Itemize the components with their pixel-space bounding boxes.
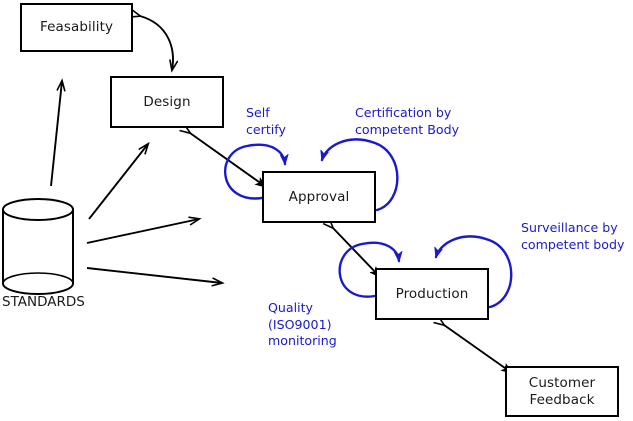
node-production-label: Production: [395, 285, 469, 302]
connection-production-customer-feedback: [444, 325, 512, 373]
annotation-self-certify: Self certify: [246, 105, 286, 137]
annotation-surveillance-by-competent-body: Surveillance by competent body: [521, 220, 625, 252]
node-design[interactable]: Design: [110, 76, 224, 128]
node-feasability-label: Feasability: [39, 19, 114, 36]
standards-datastore-shape: [2, 198, 74, 295]
connection-standards-design: [88, 144, 148, 220]
connection-standards-approval: [86, 219, 199, 244]
node-approval-label: Approval: [288, 188, 350, 205]
node-approval[interactable]: Approval: [262, 171, 376, 223]
node-design-label: Design: [143, 93, 191, 110]
node-production[interactable]: Production: [375, 268, 489, 320]
node-feasability[interactable]: Feasability: [20, 3, 133, 52]
certification-loop: [322, 138, 399, 212]
connection-feasability-design: [140, 16, 173, 70]
connection-standards-feasability: [50, 81, 62, 187]
self-certify-loop: [224, 143, 285, 200]
annotation-certification-by-competent-body: Certification by competent Body: [355, 105, 460, 137]
surveillance-loop: [436, 235, 513, 309]
node-customer-feedback-label: Customer Feedback: [528, 374, 596, 408]
connection-approval-production: [333, 228, 380, 277]
connection-standards-production: [86, 267, 222, 283]
standards-datastore-label: STANDARDS: [2, 294, 85, 310]
quality-loop: [338, 241, 399, 298]
node-customer-feedback[interactable]: Customer Feedback: [505, 366, 619, 417]
annotation-quality-iso9001-monitoring: Quality (ISO9001) monitoring: [268, 300, 337, 349]
